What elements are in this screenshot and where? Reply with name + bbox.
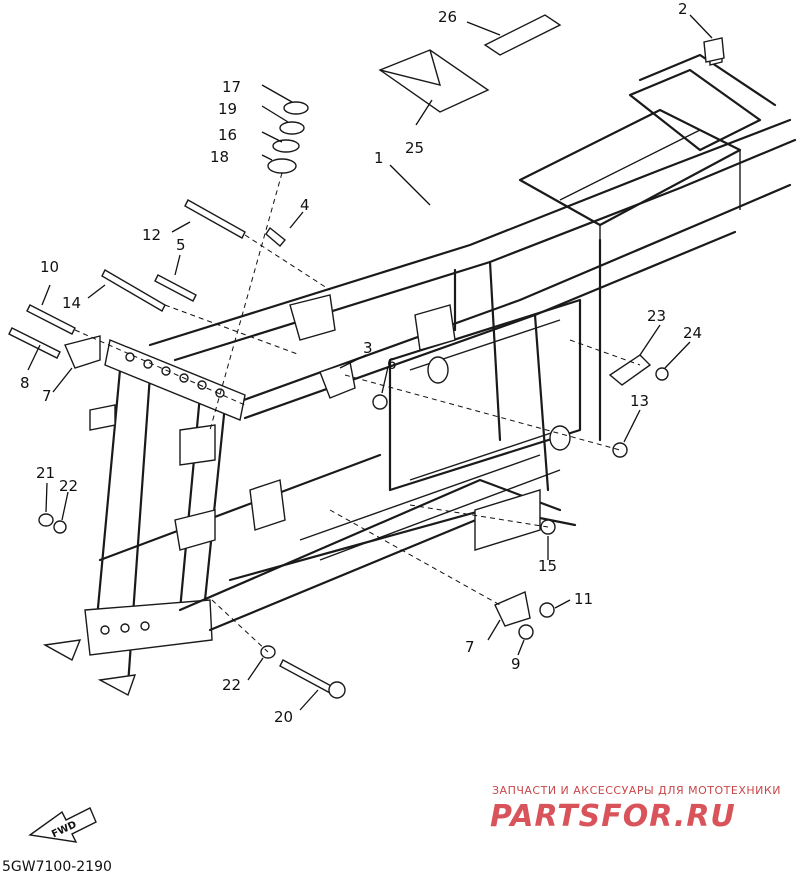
part-4-bolt bbox=[265, 226, 286, 247]
part-25-pouch bbox=[378, 49, 490, 113]
callout-18: 18 bbox=[210, 148, 229, 166]
leader-lines bbox=[27, 14, 713, 711]
callout-9: 9 bbox=[511, 655, 521, 673]
callout-1: 1 bbox=[374, 149, 384, 167]
callout-22-lower: 22 bbox=[222, 676, 241, 694]
part-26-bracket bbox=[483, 14, 562, 56]
callout-16: 16 bbox=[218, 126, 237, 144]
callout-26: 26 bbox=[438, 8, 457, 26]
part-19 bbox=[279, 121, 305, 135]
part-8-bolt bbox=[8, 327, 61, 359]
callout-2: 2 bbox=[678, 0, 688, 18]
part-10-bolt bbox=[26, 304, 76, 335]
callout-6: 6 bbox=[387, 355, 397, 373]
loose-parts bbox=[8, 14, 725, 699]
callout-24: 24 bbox=[683, 324, 702, 342]
callout-3: 3 bbox=[363, 339, 373, 357]
callout-15: 15 bbox=[538, 557, 557, 575]
part-22-washer bbox=[53, 520, 67, 534]
part-7-plate bbox=[64, 335, 101, 369]
callout-23: 23 bbox=[647, 307, 666, 325]
watermark: ЗАПЧАСТИ И АКСЕССУАРЫ ДЛЯ МОТОТЕХНИКИ PA… bbox=[490, 784, 781, 834]
callout-labels: 26 2 17 19 16 18 25 1 4 12 5 10 14 3 6 2… bbox=[20, 0, 702, 726]
part-14-bolt bbox=[101, 269, 166, 312]
part-23-clip bbox=[608, 354, 652, 386]
part-16 bbox=[272, 139, 300, 153]
part-24-bolt bbox=[655, 367, 669, 381]
watermark-subtitle: ЗАПЧАСТИ И АКСЕССУАРЫ ДЛЯ МОТОТЕХНИКИ bbox=[492, 784, 781, 797]
callout-12: 12 bbox=[142, 226, 161, 244]
part-12-bolt bbox=[184, 199, 246, 239]
callout-25: 25 bbox=[405, 139, 424, 157]
part-17 bbox=[283, 101, 309, 115]
callout-17: 17 bbox=[222, 78, 241, 96]
diagram-part-code: 5GW7100-2190 bbox=[2, 859, 112, 875]
part-3-bracket bbox=[319, 361, 356, 399]
callout-7-lower: 7 bbox=[465, 638, 475, 656]
callout-11: 11 bbox=[574, 590, 593, 608]
part-21-nut bbox=[38, 513, 54, 527]
frame-assembly bbox=[42, 41, 797, 697]
part-20-bolt bbox=[279, 659, 336, 695]
callout-21: 21 bbox=[36, 464, 55, 482]
callout-7: 7 bbox=[42, 387, 52, 405]
part-13-nut bbox=[612, 442, 628, 458]
part-2-clip bbox=[703, 37, 725, 63]
callout-20: 20 bbox=[274, 708, 293, 726]
part-7-plate-lower bbox=[494, 591, 531, 627]
callout-22: 22 bbox=[59, 477, 78, 495]
part-9-nut bbox=[518, 624, 534, 640]
callout-19: 19 bbox=[218, 100, 237, 118]
callout-10: 10 bbox=[40, 258, 59, 276]
callout-8: 8 bbox=[20, 374, 30, 392]
callout-14: 14 bbox=[62, 294, 81, 312]
part-18 bbox=[267, 158, 297, 174]
callout-4: 4 bbox=[300, 196, 310, 214]
fwd-direction-arrow: FWD bbox=[28, 807, 97, 843]
part-5-bolt bbox=[154, 274, 197, 302]
callout-13: 13 bbox=[630, 392, 649, 410]
callout-5: 5 bbox=[176, 236, 186, 254]
watermark-brand: PARTSFOR.RU bbox=[490, 799, 736, 834]
part-11-nut bbox=[539, 602, 555, 618]
part-6-nut bbox=[372, 394, 388, 410]
